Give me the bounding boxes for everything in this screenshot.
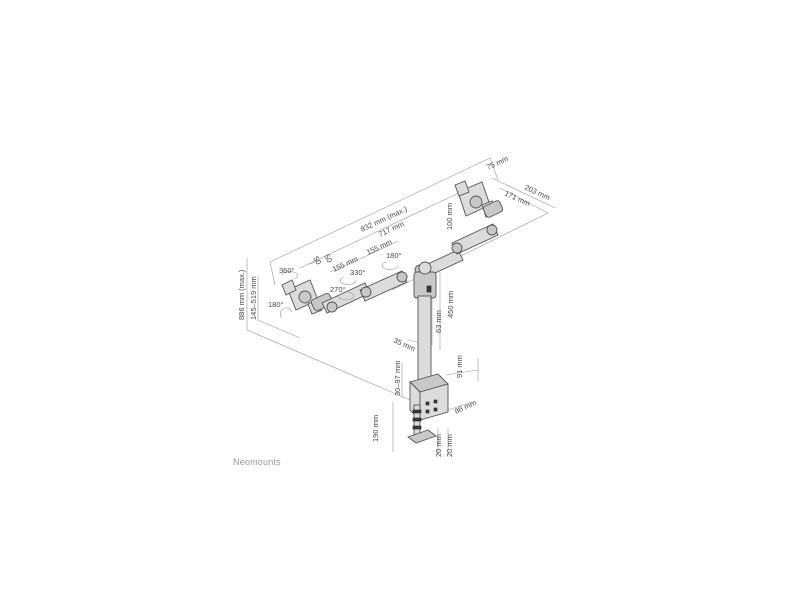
dim-rot-360: 360° [279, 266, 295, 275]
left-arm-joint-1 [326, 301, 338, 313]
left-arm-joint-2 [360, 286, 372, 298]
right-vesa-tab-1 [454, 180, 470, 197]
dim-clamp-30-97: 30–97 mm [393, 361, 402, 396]
dim-clamp-190: 190 mm [371, 415, 380, 442]
collar-knob [426, 285, 432, 293]
right-vesa-hub [469, 195, 483, 209]
dim-clamp-20-a: 20 mm [434, 434, 443, 457]
dimension-labels: 832 mm (max.) 717 mm 75 mm 100 mm 203 mm… [237, 154, 552, 457]
rotate-180-top-arrow [381, 261, 399, 270]
rotate-180-left-arrow [280, 307, 293, 319]
clamp-screw-thread-3 [412, 425, 422, 430]
left-arm-segment-2 [359, 270, 408, 302]
pole-collar [413, 271, 437, 299]
pole [417, 295, 432, 385]
dim-clamp-20-b: 20 mm [445, 434, 454, 457]
rotate-330-arrow [339, 276, 357, 285]
dim-offset-50-a: 50 [311, 255, 323, 267]
left-vesa-tab-1 [281, 279, 297, 296]
pole-cap [418, 261, 432, 275]
left-vesa-hub [298, 290, 312, 304]
brand-logo-text: Neomounts [233, 457, 281, 467]
dim-rot-180-top: 180° [386, 251, 402, 260]
dimension-lines [246, 157, 556, 455]
mount-drawing [281, 180, 504, 444]
left-arm-joint-3 [396, 271, 408, 283]
clamp-screw-thread-2 [412, 417, 422, 422]
dim-vesa-small: 75 mm [485, 154, 510, 172]
rotation-arrows [280, 261, 399, 319]
clamp-hole-3 [425, 409, 430, 414]
right-tilt-block [482, 200, 504, 218]
dim-height-range: 145–519 mm [249, 276, 258, 320]
dim-clamp-91: 91 mm [455, 355, 464, 378]
clamp-hole-1 [425, 401, 430, 406]
dim-height-max: 886 mm (max.) [237, 269, 246, 320]
right-arm-joint-2 [451, 242, 463, 254]
right-arm-joint-3 [486, 224, 498, 236]
dim-rot-330: 330° [350, 268, 366, 277]
clamp-hole-4 [433, 407, 438, 412]
dim-pole-35: 35 mm [392, 336, 417, 354]
dim-pole-450: 450 mm [446, 291, 455, 318]
rotate-270-arrow [337, 291, 355, 301]
rotate-360-arrow [281, 271, 299, 280]
dim-pole-63: 63 mm [434, 310, 443, 333]
dim-rot-180-left: 180° [268, 300, 284, 309]
dim-vesa-large: 100 mm [445, 203, 454, 230]
clamp-hole-2 [433, 399, 438, 404]
clamp-screw-thread-1 [412, 409, 422, 414]
dim-clamp-88: 88 mm [453, 398, 478, 416]
dim-rot-270: 270° [330, 285, 346, 294]
dim-offset-50-b: 50 [322, 253, 334, 265]
clamp-foot [407, 429, 437, 444]
